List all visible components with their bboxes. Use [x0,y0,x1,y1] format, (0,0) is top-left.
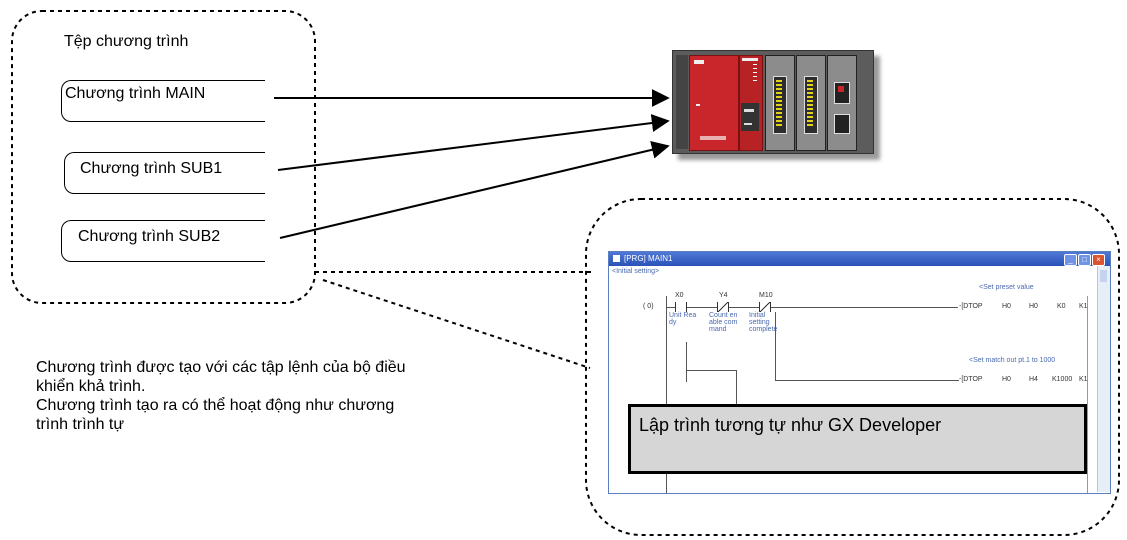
branch-line [775,312,776,380]
instruction-2: -[DTOP [959,376,983,383]
rung-2-line [775,380,959,381]
contact-m10: M10 [759,292,773,299]
description-line: Chương trình được tạo với các tập lệnh c… [36,359,406,376]
branch-line [686,342,687,382]
instruction-1: -[DTOP [959,303,983,310]
maximize-icon[interactable]: □ [1078,254,1091,266]
program-label-sub2: Chương trình SUB2 [78,228,221,245]
arrow-sub1 [277,114,670,171]
minimize-icon[interactable]: _ [1064,254,1077,266]
instr2-operand: K1000 [1052,376,1073,383]
plc-io-module-2 [796,55,826,151]
instr1-operand: H0 [1002,303,1011,310]
instr2-operand: H0 [1002,376,1011,383]
description-line: trình trình tự [36,416,125,433]
contact-comment-y4: Count en able com mand [709,312,738,333]
instr1-operand: H0 [1029,303,1038,310]
instr1-operand: K0 [1057,303,1066,310]
contact-comment-x0: Unit Rea dy [669,312,697,326]
instr1-operand: K1 [1079,303,1088,310]
plc-base-edge [676,55,688,149]
plc-cpu-ports [741,103,759,131]
comment-match: <Set match out pt.1 to 1000 [969,357,1056,364]
comment-initial: <Initial setting> [612,268,660,275]
callout-box: Lập trình tương tự như GX Developer [628,404,1087,474]
gx-titlebar: [PRG] MAIN1 _ □ × [609,252,1110,266]
ladder-right-rail [1087,296,1088,493]
rung-1-line [666,307,958,308]
callout-text: Lập trình tương tự như GX Developer [639,415,942,435]
ladder-left-rail [666,296,667,493]
arrow-sub2 [279,140,670,239]
gx-window-title: [PRG] MAIN1 [624,254,673,263]
window-app-icon [613,255,620,262]
gx-area-boundary [585,198,1120,536]
contact-x0-symbol [675,302,687,312]
contact-m10-symbol [759,302,771,312]
branch-line [736,370,737,410]
branch-line [686,370,736,371]
plc-image [672,50,874,154]
description-line: Chương trình tạo ra có thể hoạt động như… [36,397,395,414]
description-line: khiển khả trình. [36,378,146,395]
gx-scrollbar[interactable] [1097,266,1110,492]
contact-y4: Y4 [719,292,728,299]
program-file-boundary [11,10,316,304]
bracket-main [61,80,265,122]
bracket-sub1 [64,152,265,194]
program-label-sub1: Chương trình SUB1 [80,160,223,177]
plc-comm-module [827,55,857,151]
instr2-operand: K1 [1079,376,1088,383]
close-icon[interactable]: × [1092,254,1105,266]
plc-power-module [689,55,739,151]
contact-comment-m10: Initial setting complete [749,312,778,333]
contact-x0: X0 [675,292,684,299]
description-text: Chương trình được tạo với các tập lệnh c… [36,358,556,434]
instr2-operand: H4 [1029,376,1038,383]
program-label-main: Chương trình MAIN [65,85,206,102]
dashed-connector-diagonal [322,279,591,369]
program-file-title: Tệp chương trình [64,33,189,50]
step-number: ( 0) [643,303,654,310]
comment-preset: <Set preset value [979,284,1034,291]
contact-y4-symbol [717,302,729,312]
plc-io-module-1 [765,55,795,151]
scroll-thumb[interactable] [1100,270,1107,282]
bracket-sub2 [61,220,265,262]
